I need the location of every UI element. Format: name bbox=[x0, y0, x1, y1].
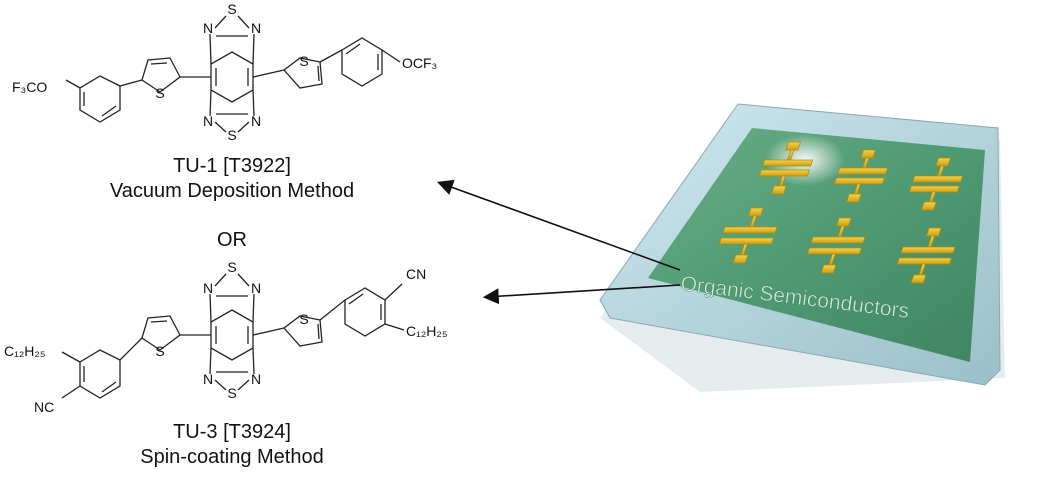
tu1-caption: TU-1 [T3922] Vacuum Deposition Method bbox=[82, 154, 382, 204]
tu3-method: Spin-coating Method bbox=[140, 446, 324, 468]
transistor-pad-3 bbox=[908, 157, 964, 211]
tu3-name: TU-3 [T3924] bbox=[173, 421, 291, 443]
tu1-sulfur-right-thiophene: S bbox=[299, 53, 308, 69]
molecule-tu3 bbox=[61, 273, 405, 399]
tu3-sulfur-bottom: S bbox=[227, 385, 236, 401]
tu3-atom-labels: S N N N N S S S C₁₂H₂₅ NC CN C₁₂H₂₅ bbox=[4, 259, 447, 415]
tu1-nitrogen-3: N bbox=[203, 113, 213, 129]
or-label: OR bbox=[217, 229, 247, 251]
chip-board bbox=[648, 128, 985, 362]
tu3-substituent-left-top: C₁₂H₂₅ bbox=[4, 343, 45, 359]
tu3-caption: TU-3 [T3924] Spin-coating Method bbox=[82, 420, 382, 470]
tu1-nitrogen-4: N bbox=[251, 113, 261, 129]
tu3-nitrogen-2: N bbox=[251, 280, 261, 296]
tu3-sulfur-top: S bbox=[227, 259, 236, 275]
transistor-pad-4 bbox=[718, 207, 778, 264]
tu1-sulfur-left-thiophene: S bbox=[155, 85, 164, 101]
tu3-sulfur-left-thiophene: S bbox=[155, 343, 164, 359]
tu1-substituent-left: F₃CO bbox=[12, 79, 47, 95]
tu3-nitrogen-4: N bbox=[251, 371, 261, 387]
tu1-nitrogen-2: N bbox=[251, 20, 261, 36]
tu3-sulfur-right-thiophene: S bbox=[299, 311, 308, 327]
chip-illustration: Organic Semiconductors bbox=[599, 103, 1005, 392]
tu1-sulfur-bottom: S bbox=[227, 127, 236, 143]
tu3-nitrogen-3: N bbox=[203, 371, 213, 387]
tu1-name: TU-1 [T3922] bbox=[173, 155, 291, 177]
tu1-nitrogen-1: N bbox=[203, 20, 213, 36]
tu1-substituent-right: OCF₃ bbox=[402, 55, 437, 71]
transistor-pad-5 bbox=[806, 217, 866, 274]
arrow-to-tu3 bbox=[482, 284, 681, 305]
tu1-sulfur-top: S bbox=[227, 1, 236, 17]
tu1-method: Vacuum Deposition Method bbox=[109, 180, 355, 202]
arrow-to-tu1 bbox=[436, 179, 681, 271]
tu3-substituent-right-top: CN bbox=[406, 266, 426, 282]
molecule-tu1 bbox=[65, 15, 401, 133]
tu1-atom-labels: S N N N N S S S F₃CO OCF₃ bbox=[12, 1, 437, 143]
transistor-pad-6 bbox=[896, 227, 956, 284]
transistor-pad-2 bbox=[833, 149, 889, 203]
transistor-pad-1 bbox=[758, 141, 814, 195]
tu3-substituent-left-bottom: NC bbox=[34, 399, 54, 415]
transistor-pads bbox=[718, 141, 964, 284]
tu3-substituent-right-bottom: C₁₂H₂₅ bbox=[406, 323, 447, 339]
tu3-nitrogen-1: N bbox=[203, 280, 213, 296]
